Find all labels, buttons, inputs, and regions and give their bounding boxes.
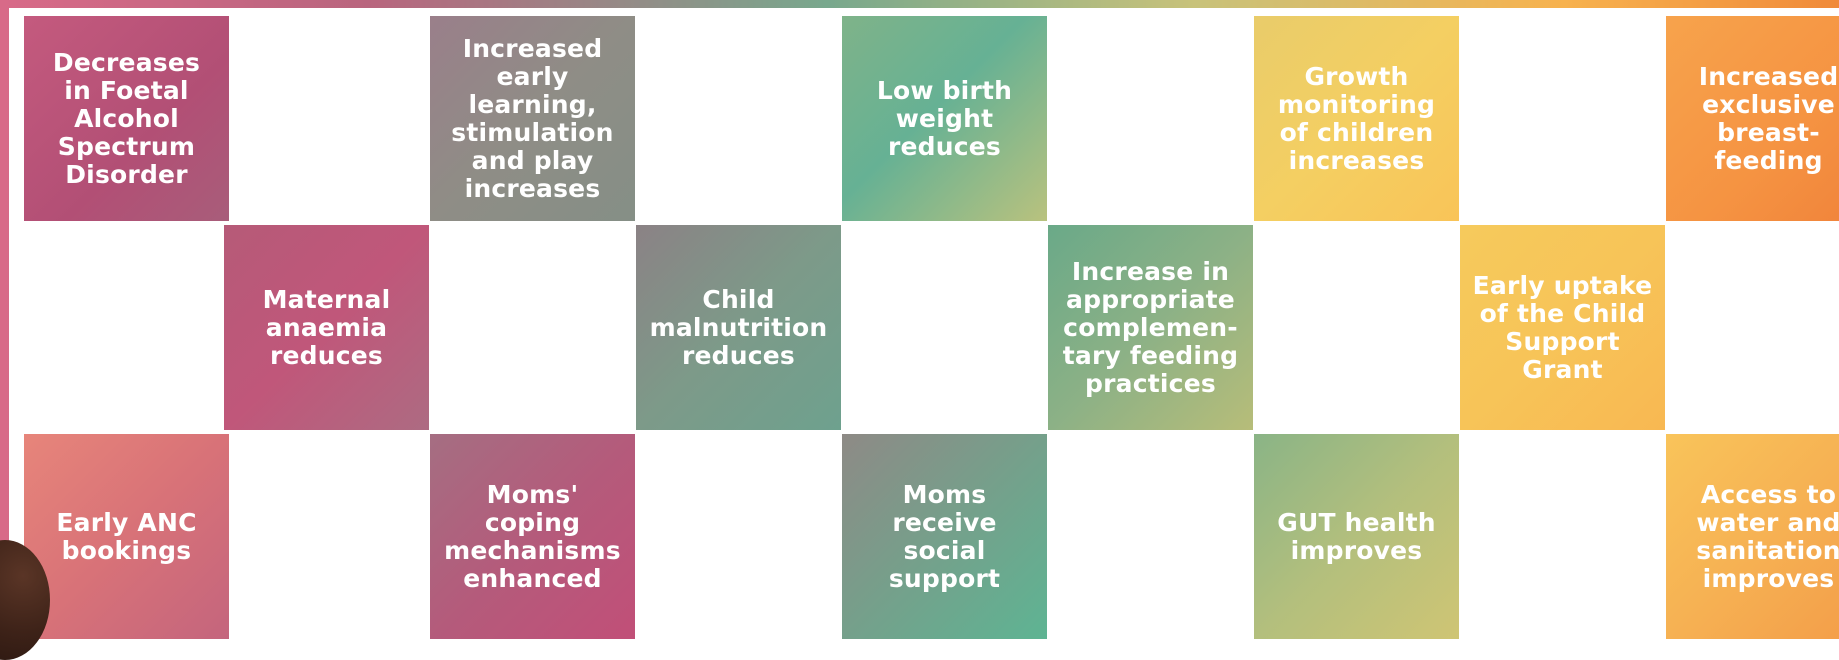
tile-text: Moms' coping mechanisms enhanced [444, 479, 621, 593]
tile-text: Increased exclusive breast- feeding [1698, 61, 1839, 175]
tile-moms-coping: Moms' coping mechanisms enhanced [430, 434, 635, 639]
tile-foetal-alcohol: Decreases in Foetal Alcohol Spectrum Dis… [24, 16, 229, 221]
tile-text: Early ANC bookings [56, 507, 197, 565]
tile-child-support-grant: Early uptake of the Child Support Grant [1460, 225, 1665, 430]
tile-water-sanitation: Access to water and sanitation improves [1666, 434, 1839, 639]
tile-breastfeeding: Increased exclusive breast- feeding [1666, 16, 1839, 221]
tile-early-learning: Increased early learning, stimulation an… [430, 16, 635, 221]
tile-text: GUT health improves [1277, 507, 1436, 565]
tile-maternal-anaemia: Maternal anaemia reduces [224, 225, 429, 430]
tile-gut-health: GUT health improves [1254, 434, 1459, 639]
tile-text: Early uptake of the Child Support Grant [1472, 270, 1653, 384]
tile-complementary-feeding: Increase in appropriate complemen- tary … [1048, 225, 1253, 430]
tile-text: Increased early learning, stimulation an… [451, 33, 614, 203]
tile-text: Decreases in Foetal Alcohol Spectrum Dis… [52, 47, 201, 189]
tile-text: Increase in appropriate complemen- tary … [1062, 256, 1239, 398]
tile-text: Maternal anaemia reduces [262, 284, 391, 370]
tile-child-malnutrition: Child malnutrition reduces [636, 225, 841, 430]
tile-early-anc-bookings: Early ANC bookings [24, 434, 229, 639]
tile-text: Child malnutrition reduces [649, 284, 828, 370]
checkerboard-board: Decreases in Foetal Alcohol Spectrum Dis… [9, 8, 1839, 639]
tile-low-birth-weight: Low birth weight reduces [842, 16, 1047, 221]
tile-social-support: Moms receive social support [842, 434, 1047, 639]
tile-text: Moms receive social support [888, 479, 1001, 593]
tile-text: Low birth weight reduces [876, 75, 1013, 161]
tile-text: Growth monitoring of children increases [1277, 61, 1436, 175]
tile-growth-monitoring: Growth monitoring of children increases [1254, 16, 1459, 221]
tile-text: Access to water and sanitation improves [1696, 479, 1839, 593]
